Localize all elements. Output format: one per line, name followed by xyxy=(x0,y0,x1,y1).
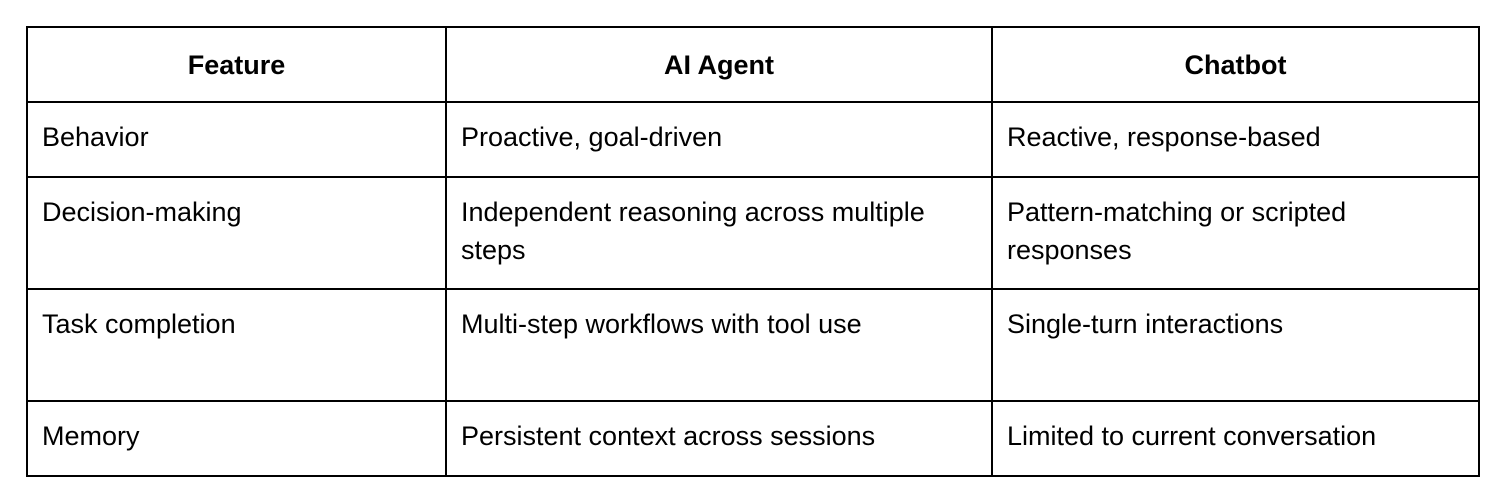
table-row: Memory Persistent context across session… xyxy=(26,400,1480,477)
feature-cell: Behavior xyxy=(26,101,447,178)
chatbot-cell: Single-turn interactions xyxy=(991,288,1480,402)
feature-cell: Task completion xyxy=(26,288,447,402)
table-row: Decision-making Independent reasoning ac… xyxy=(26,176,1480,290)
ai-agent-cell: Persistent context across sessions xyxy=(445,400,993,477)
comparison-table: Feature AI Agent Chatbot Behavior Proact… xyxy=(26,26,1480,477)
chatbot-cell: Limited to current conversation xyxy=(991,400,1480,477)
header-row: Feature AI Agent Chatbot xyxy=(26,26,1480,103)
chatbot-cell: Pattern-matching or scripted responses xyxy=(991,176,1480,290)
feature-cell: Memory xyxy=(26,400,447,477)
ai-agent-cell: Independent reasoning across multiple st… xyxy=(445,176,993,290)
chatbot-cell: Reactive, response-based xyxy=(991,101,1480,178)
ai-agent-cell: Multi-step workflows with tool use xyxy=(445,288,993,402)
table-row: Behavior Proactive, goal-driven Reactive… xyxy=(26,101,1480,178)
header-ai-agent: AI Agent xyxy=(445,26,993,103)
table-row: Task completion Multi-step workflows wit… xyxy=(26,288,1480,402)
ai-agent-cell: Proactive, goal-driven xyxy=(445,101,993,178)
header-chatbot: Chatbot xyxy=(991,26,1480,103)
header-feature: Feature xyxy=(26,26,447,103)
feature-cell: Decision-making xyxy=(26,176,447,290)
